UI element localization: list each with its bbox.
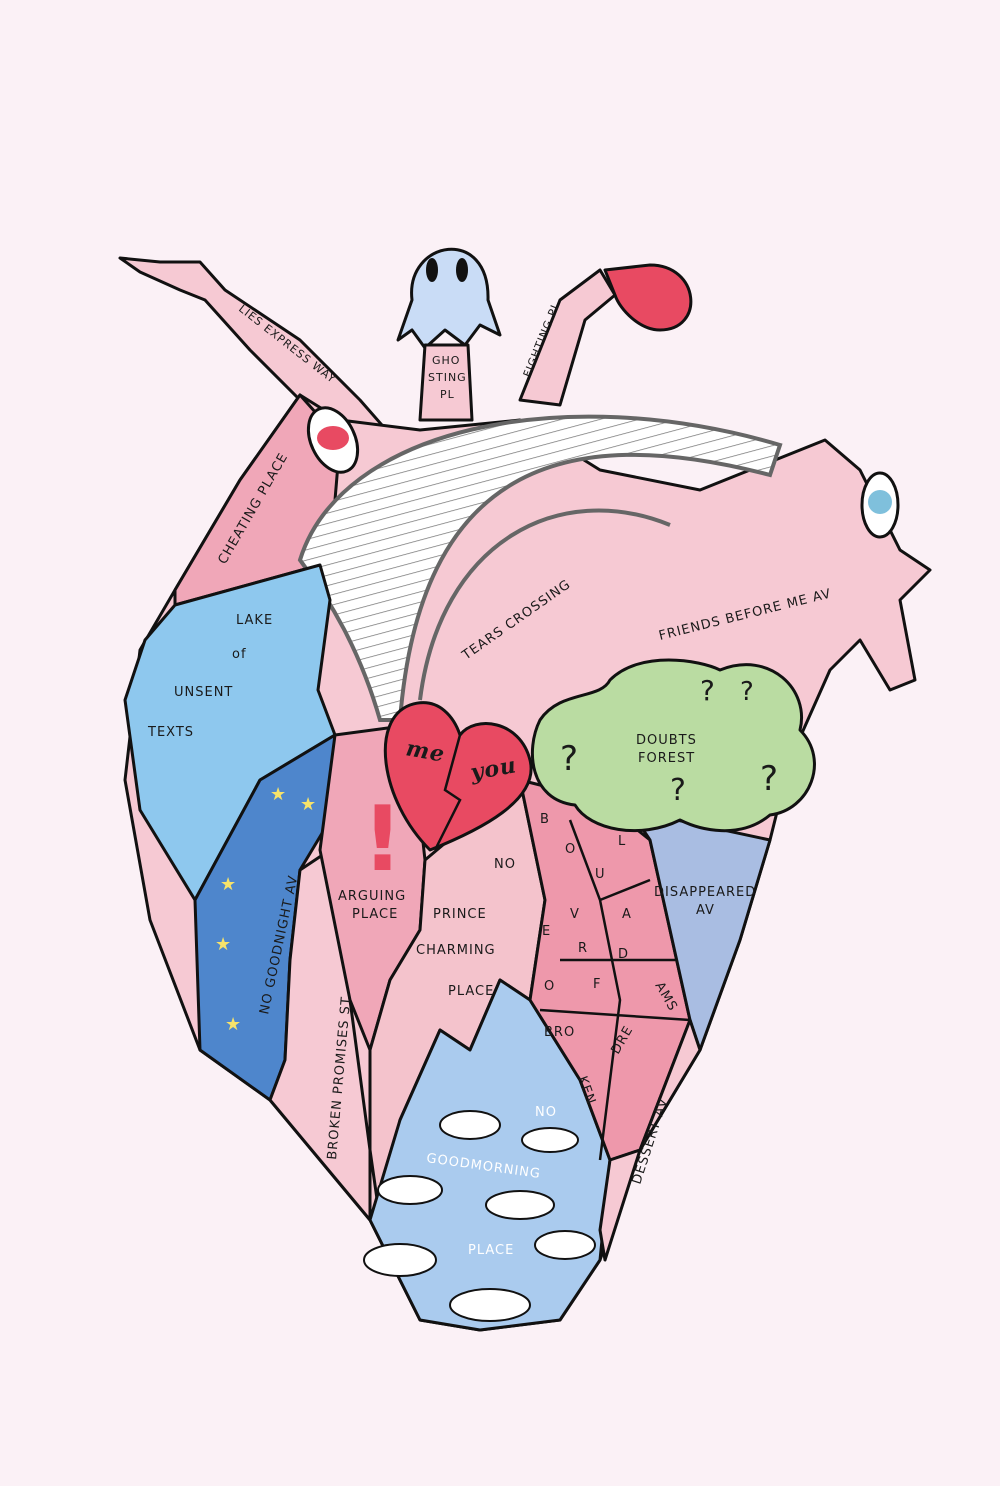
- boulevard-letter: V: [570, 907, 580, 922]
- tears-crossing-bridge: [297, 414, 783, 722]
- star-icon: ★: [215, 934, 232, 955]
- cloud-icon: [439, 1110, 501, 1140]
- ghost-eye-icon: [426, 258, 438, 282]
- question-mark-icon: ?: [560, 739, 579, 779]
- boulevard-letter: O: [544, 979, 555, 994]
- label-disappeared-1: DISAPPEARED: [654, 885, 756, 900]
- cloud-icon: [534, 1230, 596, 1260]
- label-lake-1: LAKE: [236, 613, 273, 628]
- label-prince-1: NO: [494, 857, 516, 872]
- star-icon: ★: [270, 784, 287, 805]
- boulevard-letter: F: [593, 977, 601, 992]
- me-you-heart-icon: [383, 701, 533, 852]
- label-lake-2: of: [232, 647, 247, 662]
- star-icons: ★ ★ ★ ★ ★: [215, 784, 317, 1035]
- ghost-eye-icon: [456, 258, 468, 282]
- boulevard-letter: O: [565, 842, 576, 857]
- label-ghosting-2: STING: [428, 371, 467, 384]
- star-icon: ★: [300, 794, 317, 815]
- boulevard-letter: L: [618, 834, 626, 849]
- fighting-pl-arm: [518, 268, 617, 407]
- label-arguing-2: PLACE: [352, 907, 398, 922]
- boulevard-letter: A: [622, 907, 632, 922]
- question-mark-icon: ?: [670, 773, 687, 808]
- eye-iris: [317, 426, 349, 450]
- question-mark-icon: ?: [740, 677, 755, 707]
- question-mark-icon: ?: [700, 674, 716, 707]
- cloud-icon: [377, 1175, 443, 1205]
- star-icon: ★: [225, 1014, 242, 1035]
- cloud-icon: [363, 1243, 437, 1277]
- ghosting-pl-street: [418, 343, 474, 422]
- label-ghosting-1: GHO: [432, 354, 460, 367]
- label-lake-4: TEXTS: [147, 725, 194, 740]
- star-icon: ★: [220, 874, 237, 895]
- label-prince-2: PRINCE: [433, 907, 487, 922]
- label-disappeared-2: AV: [696, 903, 715, 918]
- boulevard-letter: BRO: [544, 1025, 575, 1040]
- label-doubts-1: DOUBTS: [636, 733, 697, 748]
- label-goodmorning-1: NO: [535, 1105, 557, 1120]
- boulevard-letter: D: [618, 947, 629, 962]
- boxing-glove-icon: [603, 263, 693, 332]
- cloud-icon: [449, 1288, 531, 1322]
- boulevard-letter: U: [595, 867, 606, 882]
- heart-crack: [433, 734, 462, 851]
- boulevard-letter: B: [540, 812, 550, 827]
- eye-iris: [868, 490, 892, 514]
- label-prince-3: CHARMING: [416, 943, 496, 958]
- exclamation-mark-icon: !: [362, 787, 404, 892]
- doubts-forest-region: [530, 658, 816, 833]
- label-doubts-2: FOREST: [638, 751, 695, 766]
- label-prince-4: PLACE: [448, 984, 494, 999]
- bridge-rail: [418, 508, 671, 701]
- boulevard-letter: E: [542, 924, 551, 939]
- boulevard-letter: R: [578, 941, 588, 956]
- cloud-icon: [521, 1127, 579, 1153]
- ghost-icon: [396, 247, 502, 350]
- boulevard-blocks: [539, 819, 691, 1161]
- label-arguing-1: ARGUING: [338, 889, 406, 904]
- label-goodmorning-3: PLACE: [468, 1243, 514, 1258]
- cloud-icon: [485, 1190, 555, 1220]
- cloud-icons: [363, 1110, 596, 1322]
- label-ghosting-3: PL: [440, 388, 455, 401]
- dessert-av-region: [598, 1018, 702, 1262]
- label-lake-3: UNSENT: [174, 685, 233, 700]
- question-mark-icon: ?: [760, 759, 779, 799]
